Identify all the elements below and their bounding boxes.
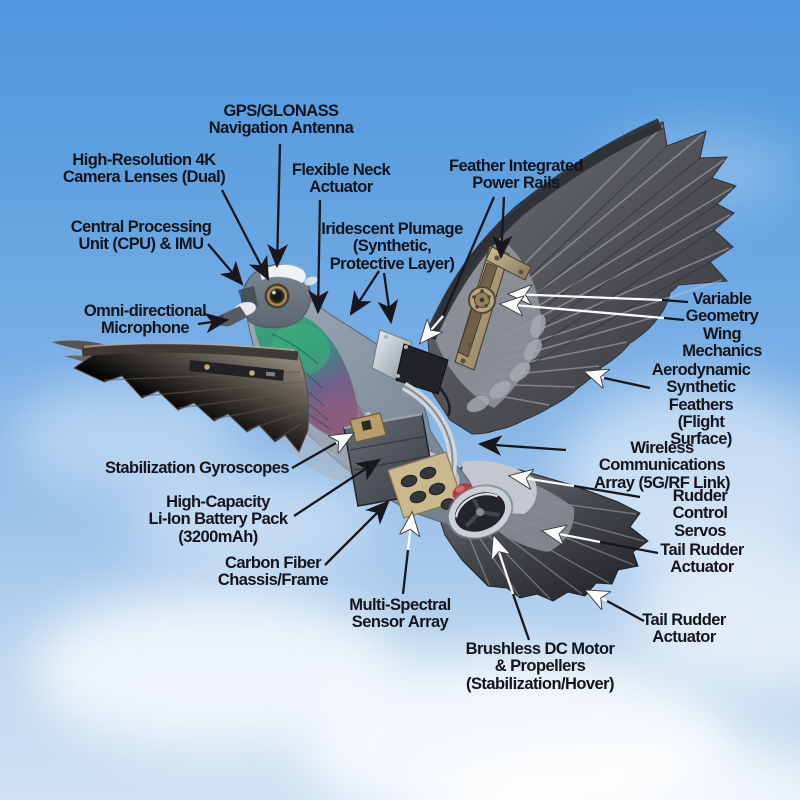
arrow-tail2	[587, 591, 607, 601]
label-dc-motor: Brushless DC Motor & Propellers (Stabili…	[465, 640, 615, 693]
arrow-motor-dark	[511, 593, 531, 641]
label-gps-antenna: GPS/GLONASS Navigation Antenna	[208, 102, 354, 138]
propeller-duct	[446, 484, 514, 540]
leader-arrows	[197, 143, 689, 641]
left-wing-power-rail	[189, 360, 284, 381]
label-chassis: Carbon Fiber Chassis/Frame	[217, 554, 329, 590]
arrow-tail1-dark	[599, 540, 659, 555]
arrow-aero-dark	[603, 376, 651, 390]
arrow-rudder	[511, 476, 575, 486]
label-tail-rudder-2: Tail Rudder Actuator	[642, 611, 726, 647]
arrow-plumage-a	[349, 270, 380, 316]
arrow-aero	[586, 372, 604, 378]
arrow-motor	[494, 537, 515, 595]
arrow-tail2-dark	[606, 599, 645, 623]
label-microphone: Omni-directional Microphone	[83, 302, 207, 338]
label-wireless: Wireless Communications Array (5G/RF Lin…	[594, 439, 730, 492]
arrow-power-rails-a	[491, 196, 513, 260]
label-power-rails: Feather Integrated Power Rails	[448, 157, 584, 193]
arrow-plumage-b	[377, 272, 399, 325]
arrow-sensor-dark	[401, 549, 410, 595]
label-gyroscopes: Stabilization Gyroscopes	[105, 459, 289, 477]
arrow-power-rails-b	[421, 315, 444, 342]
arrow-sensor	[408, 514, 412, 551]
arrow-wing-mech-a-dark	[661, 298, 689, 304]
arrow-cpu	[207, 243, 244, 286]
arrow-rudder-dark	[573, 484, 641, 499]
arrow-neck-actuator	[308, 199, 329, 315]
sensor-array-plate	[387, 451, 463, 519]
harness-backpack	[343, 329, 514, 540]
arrow-battery	[293, 458, 381, 517]
label-neck-actuator: Flexible Neck Actuator	[291, 161, 391, 197]
label-tail-rudder-1: Tail Rudder Actuator	[660, 541, 744, 577]
label-wing-mechanics: Variable Geometry Wing Mechanics	[682, 290, 762, 360]
arrow-gyro	[336, 434, 352, 443]
label-rudder-servos: Rudder Control Servos	[672, 487, 728, 540]
arrow-wing-mech-a	[510, 294, 663, 300]
label-cpu-imu: Central Processing Unit (CPU) & IMU	[70, 218, 212, 254]
arrow-wing-mech-b	[502, 304, 665, 320]
arrow-microphone	[197, 312, 230, 334]
arrow-tail1	[544, 531, 601, 542]
label-battery: High-Capacity Li-Ion Battery Pack (3200m…	[148, 493, 288, 546]
cpu-module	[395, 343, 449, 395]
label-sensor-array: Multi-Spectral Sensor Array	[349, 596, 451, 632]
label-synthetic-feathers: Aerodynamic Synthetic Feathers (Flight S…	[651, 361, 751, 449]
camera-lens-eye	[264, 283, 290, 309]
left-wing	[52, 340, 309, 453]
label-plumage: Iridescent Plumage (Synthetic, Protectiv…	[321, 220, 463, 273]
arrow-wing-mech-b-dark	[663, 316, 685, 322]
label-camera: High-Resolution 4K Camera Lenses (Dual)	[62, 151, 226, 187]
arrow-gps	[267, 143, 288, 269]
gyroscope-module	[349, 412, 387, 443]
arrow-power-rails-b-dark	[441, 196, 496, 317]
arrow-wireless	[477, 435, 567, 456]
arrow-camera	[220, 189, 270, 282]
arrow-chassis	[324, 500, 390, 566]
